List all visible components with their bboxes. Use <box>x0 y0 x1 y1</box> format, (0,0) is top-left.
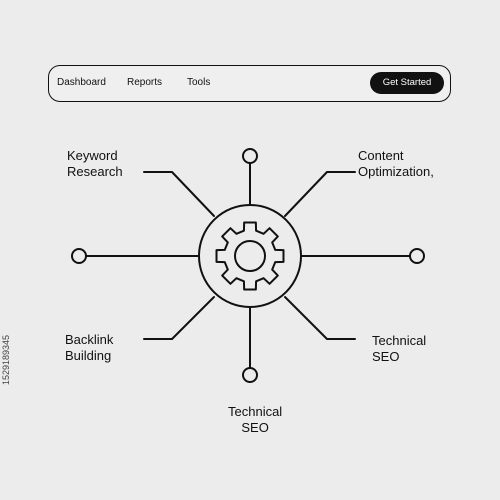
gear-icon <box>215 221 285 291</box>
label-content-optimization: Content Optimization, <box>358 148 434 179</box>
nav-link-dashboard[interactable]: Dashboard <box>57 77 106 88</box>
nav-link-reports[interactable]: Reports <box>127 77 163 88</box>
label-technical-seo-right: Technical SEO <box>372 333 427 364</box>
stock-id-watermark: 1529189345 <box>1 334 11 385</box>
node-top <box>242 148 258 164</box>
nav-link-tools[interactable]: Tools <box>187 77 211 88</box>
spoke-top-left <box>143 171 215 217</box>
spoke-bottom-left <box>143 296 215 340</box>
spoke-top-right <box>284 171 356 217</box>
spoke-bottom-right <box>284 296 356 340</box>
node-right <box>409 248 425 264</box>
label-backlink-building: Backlink Building <box>65 332 114 363</box>
node-bottom <box>242 367 258 383</box>
top-navbar: Dashboard Reports Tools Get Started <box>48 65 451 102</box>
label-keyword-research: Keyword Research <box>67 148 123 179</box>
hub-circle <box>198 204 302 308</box>
get-started-button[interactable]: Get Started <box>370 72 444 94</box>
label-technical-seo-bottom: Technical SEO <box>228 404 283 435</box>
node-left <box>71 248 87 264</box>
